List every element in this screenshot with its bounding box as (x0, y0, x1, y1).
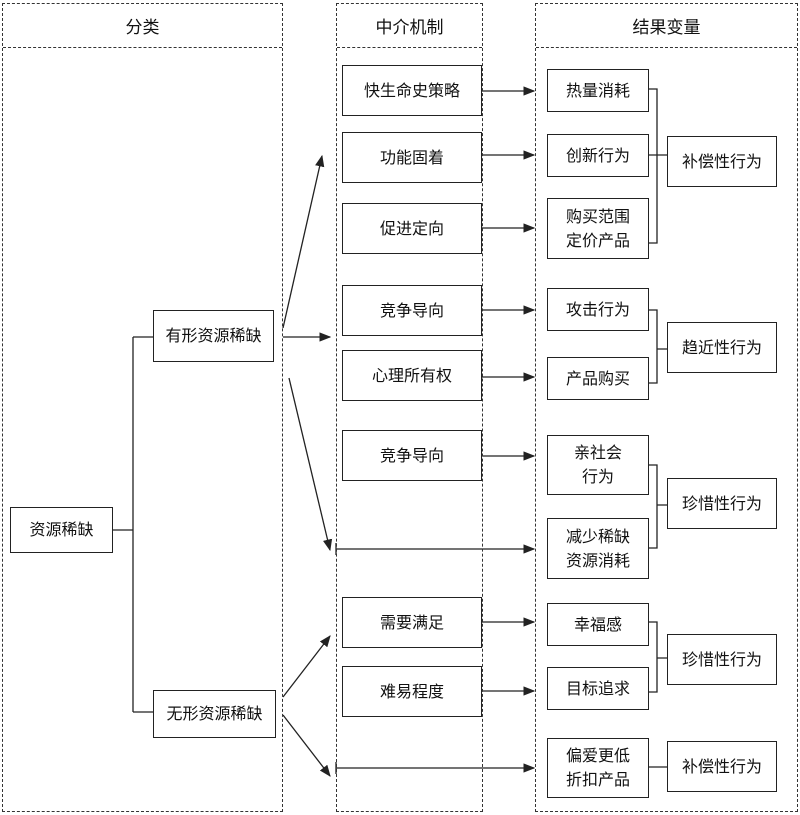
classification-header: 分类 (3, 4, 282, 48)
mechanism-difficulty: 难易程度 (342, 666, 482, 717)
outcome-calorie: 热量消耗 (547, 69, 649, 112)
classification-arrows (282, 154, 333, 777)
mechanism-arrows (335, 86, 536, 774)
intangible-node: 无形资源稀缺 (153, 690, 276, 738)
tangible-node: 有形资源稀缺 (153, 310, 274, 362)
root-node: 资源稀缺 (10, 507, 113, 553)
outcome-aggressive: 攻击行为 (547, 288, 649, 331)
mechanism-need-satisfaction: 需要满足 (342, 597, 482, 648)
root-bracket (113, 336, 153, 713)
outcome-discount-pref: 偏爱更低 折扣产品 (547, 738, 649, 798)
outcome-creative: 创新行为 (547, 134, 649, 177)
bracket-cherish-1 (649, 464, 667, 549)
arrow-intangible-lower (282, 714, 331, 777)
bracket-cherish-2 (649, 621, 667, 693)
group-compensatory-2: 补偿性行为 (667, 741, 777, 792)
arrow-intangible-upper (282, 635, 331, 698)
outcome-product-purchase: 产品购买 (547, 357, 649, 400)
mechanism-psych-ownership: 心理所有权 (342, 350, 482, 401)
outcome-column: 结果变量 (535, 3, 798, 812)
mechanism-competition-1: 竞争导向 (342, 285, 482, 336)
group-cherish-1: 珍惜性行为 (667, 478, 777, 529)
bracket-approach (649, 309, 667, 384)
mechanism-promotion-focus: 促进定向 (342, 203, 482, 254)
outcome-brackets (649, 88, 667, 768)
outcome-happiness: 幸福感 (547, 603, 649, 646)
classification-column: 分类 (2, 3, 283, 812)
arrow-tangible-upper (282, 154, 325, 329)
group-approach: 趋近性行为 (667, 322, 777, 373)
outcome-prosocial: 亲社会 行为 (547, 435, 649, 495)
mechanism-header: 中介机制 (337, 4, 482, 48)
bracket-compensatory-1 (649, 88, 667, 244)
group-compensatory-1: 补偿性行为 (667, 136, 777, 187)
mechanism-functional-fixedness: 功能固着 (342, 132, 482, 183)
arrow-tangible-lower (288, 377, 333, 552)
outcome-header: 结果变量 (536, 4, 797, 48)
outcome-purchase-range: 购买范围 定价产品 (547, 198, 649, 259)
outcome-goal-pursuit: 目标追求 (547, 667, 649, 710)
mechanism-column: 中介机制 (336, 3, 483, 812)
group-cherish-2: 珍惜性行为 (667, 634, 777, 685)
mechanism-competition-2: 竞争导向 (342, 430, 482, 481)
outcome-reduce-consumption: 减少稀缺 资源消耗 (547, 518, 649, 579)
mechanism-fast-life: 快生命史策略 (342, 65, 482, 116)
